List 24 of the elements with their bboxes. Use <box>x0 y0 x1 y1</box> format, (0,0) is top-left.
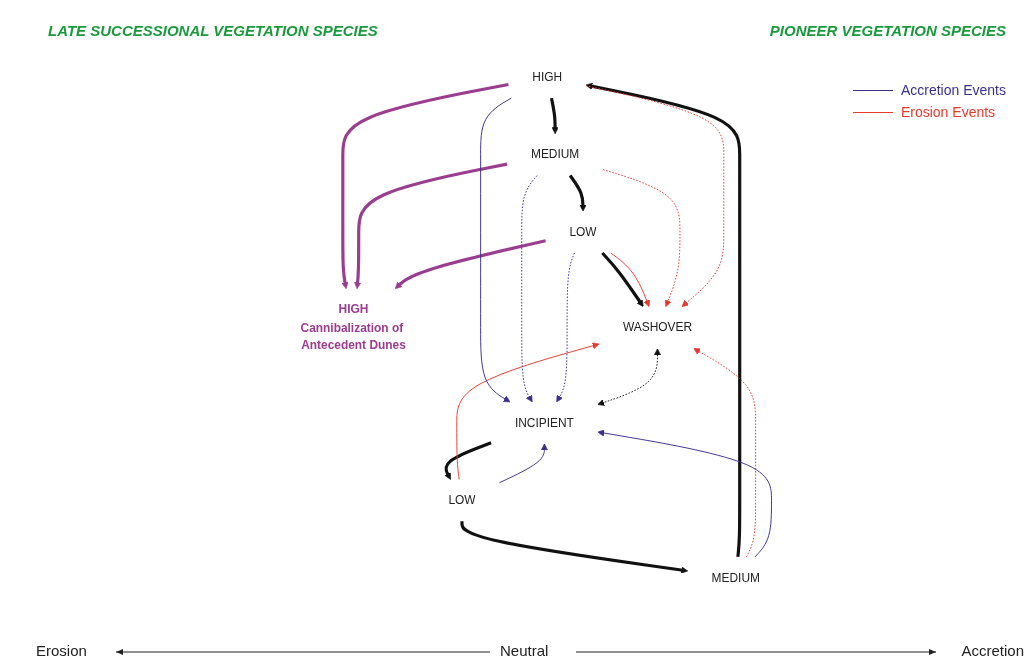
legend-label: Accretion Events <box>900 82 1006 98</box>
zone-heading: LATE SUCCESSIONAL VEGETATION SPECIES <box>48 22 378 39</box>
legend-label: Erosion Events <box>900 104 996 120</box>
node-text: INCIPIENT <box>514 415 574 430</box>
node-text: MEDIUM <box>711 570 760 584</box>
arrow <box>549 97 559 135</box>
arrow <box>460 521 689 574</box>
node-text: LOW <box>569 224 597 239</box>
arrow <box>341 83 509 290</box>
arrow <box>601 251 644 307</box>
node-text: HIGH Cannibalization of Antecedent Dunes <box>300 302 406 352</box>
axis-label: Neutral <box>500 642 549 659</box>
node-text: HIGH <box>532 69 563 84</box>
node-text: WASHOVER <box>622 320 693 334</box>
arrow <box>354 162 508 290</box>
arrow <box>444 441 492 480</box>
arrow <box>394 239 546 290</box>
zone-heading: PIONEER VEGETATION SPECIES <box>769 22 1006 39</box>
arrow <box>585 82 742 558</box>
node-text: MEDIUM <box>530 147 580 161</box>
axis-label: Accretion <box>961 642 1024 659</box>
axis-label: Erosion <box>36 642 87 659</box>
node-text: LOW <box>448 492 476 507</box>
arrow <box>568 174 587 212</box>
